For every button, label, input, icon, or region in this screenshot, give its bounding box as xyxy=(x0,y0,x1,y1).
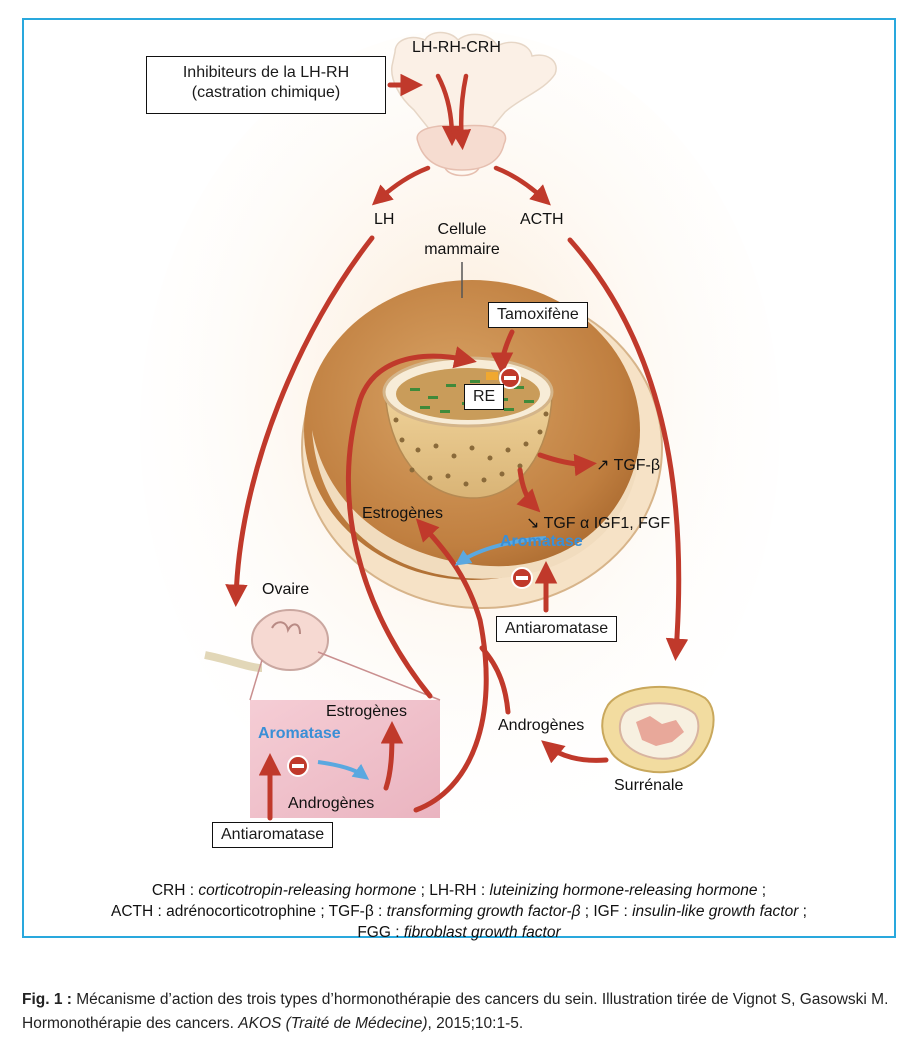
label-tgf-beta: ↗ TGF-β xyxy=(596,457,661,474)
glossary-text: CRH : xyxy=(151,882,199,899)
label-ovaire: Ovaire xyxy=(262,581,310,598)
cellule-line1: Cellule xyxy=(437,221,487,238)
label-surrenale: Surrénale xyxy=(614,777,684,794)
glossary-text: FGG : xyxy=(357,924,404,941)
arrow-ovaire-internal xyxy=(380,721,404,791)
caption-ref: , 2015;10:1-5. xyxy=(427,1015,524,1032)
caption-fig-label: Fig. 1 : xyxy=(22,991,72,1008)
arrow-tgf-beta xyxy=(537,452,597,477)
arrow-tgf-alpha xyxy=(516,467,541,513)
glossary-term: luteinizing hormone-releasing hormone xyxy=(489,882,758,899)
glossary-term: corticotropin-releasing hormone xyxy=(198,882,417,899)
arrow-tamoxifene xyxy=(490,329,515,375)
glossary-text: ; xyxy=(757,882,767,899)
ovary-illustration xyxy=(204,609,441,818)
re-box: RE xyxy=(464,384,505,410)
glossary-line-1: CRH : corticotropin-releasing hormone ; … xyxy=(22,880,896,901)
glossary-text: ; IGF : xyxy=(580,903,633,920)
label-aromatase-ovaire: Aromatase xyxy=(258,725,341,742)
caption-journal: AKOS (Traité de Médecine) xyxy=(238,1015,428,1032)
tamoxifene-box: Tamoxifène xyxy=(488,302,588,328)
arrow-ovaire-estrogenes xyxy=(345,346,477,699)
minus-icon xyxy=(287,755,309,777)
label-lh: LH xyxy=(374,211,395,228)
arrow-acth-to-surrenale xyxy=(567,237,689,661)
pathway-arrows xyxy=(225,73,689,821)
arrow-lh-to-ovaire xyxy=(225,235,375,607)
antiaromatase-ovaire-box: Antiaromatase xyxy=(212,822,334,848)
label-androgenes-surrenale: Androgènes xyxy=(498,717,585,734)
arrow-lh-out xyxy=(371,165,431,206)
arrow-aromatase-cell xyxy=(454,536,547,566)
label-aromatase-cell: Aromatase xyxy=(500,533,583,550)
glossary-text: ; LH-RH : xyxy=(416,882,490,899)
glossary-term: insulin-like growth factor xyxy=(632,903,799,920)
glossary: CRH : corticotropin-releasing hormone ; … xyxy=(22,880,896,943)
label-androgenes-ovaire: Androgènes xyxy=(288,795,375,812)
label-estrogenes-ovaire: Estrogènes xyxy=(326,703,407,720)
label-cellule-mammaire: Cellule mammaire xyxy=(420,220,504,260)
caption-text: Mécanisme d’action des trois types d’hor… xyxy=(22,991,889,1032)
arrow-androgenes-branch xyxy=(479,645,511,715)
arrow-aromatase-ovaire xyxy=(317,760,370,780)
antiaromatase-cell-box: Antiaromatase xyxy=(496,616,618,642)
cellule-line2: mammaire xyxy=(424,241,500,258)
arrow-surrenale-androgenes xyxy=(541,740,609,764)
label-lhrh-crh: LH-RH-CRH xyxy=(412,39,501,56)
glossary-line-2: ACTH : adrénocorticotrophine ; TGF-β : t… xyxy=(22,901,896,922)
glossary-text: ACTH : adrénocorticotrophine ; TGF-β : xyxy=(110,903,387,920)
arrow-acth-out xyxy=(493,165,551,206)
inhibiteurs-line1: Inhibiteurs de la LH-RH xyxy=(182,64,350,81)
label-tgf-alpha: ↘ TGF α IGF1, FGF xyxy=(526,515,671,532)
inhibiteurs-line2: (castration chimique) xyxy=(191,84,341,101)
figure-caption: Fig. 1 : Mécanisme d’action des trois ty… xyxy=(22,988,902,1036)
arrow-lhrh-2 xyxy=(450,73,472,151)
glossary-term: transforming growth factor-β xyxy=(386,903,581,920)
minus-icon xyxy=(499,367,521,389)
minus-icon xyxy=(511,567,533,589)
adrenal-illustration xyxy=(601,685,715,774)
label-estrogenes-cell: Estrogènes xyxy=(362,505,443,522)
inhibiteurs-box: Inhibiteurs de la LH-RH (castration chim… xyxy=(146,56,386,114)
glossary-term: fibroblast growth factor xyxy=(403,924,561,941)
label-acth: ACTH xyxy=(520,211,564,228)
glossary-line-3: FGG : fibroblast growth factor xyxy=(22,922,896,943)
glossary-text: ; xyxy=(798,903,807,920)
